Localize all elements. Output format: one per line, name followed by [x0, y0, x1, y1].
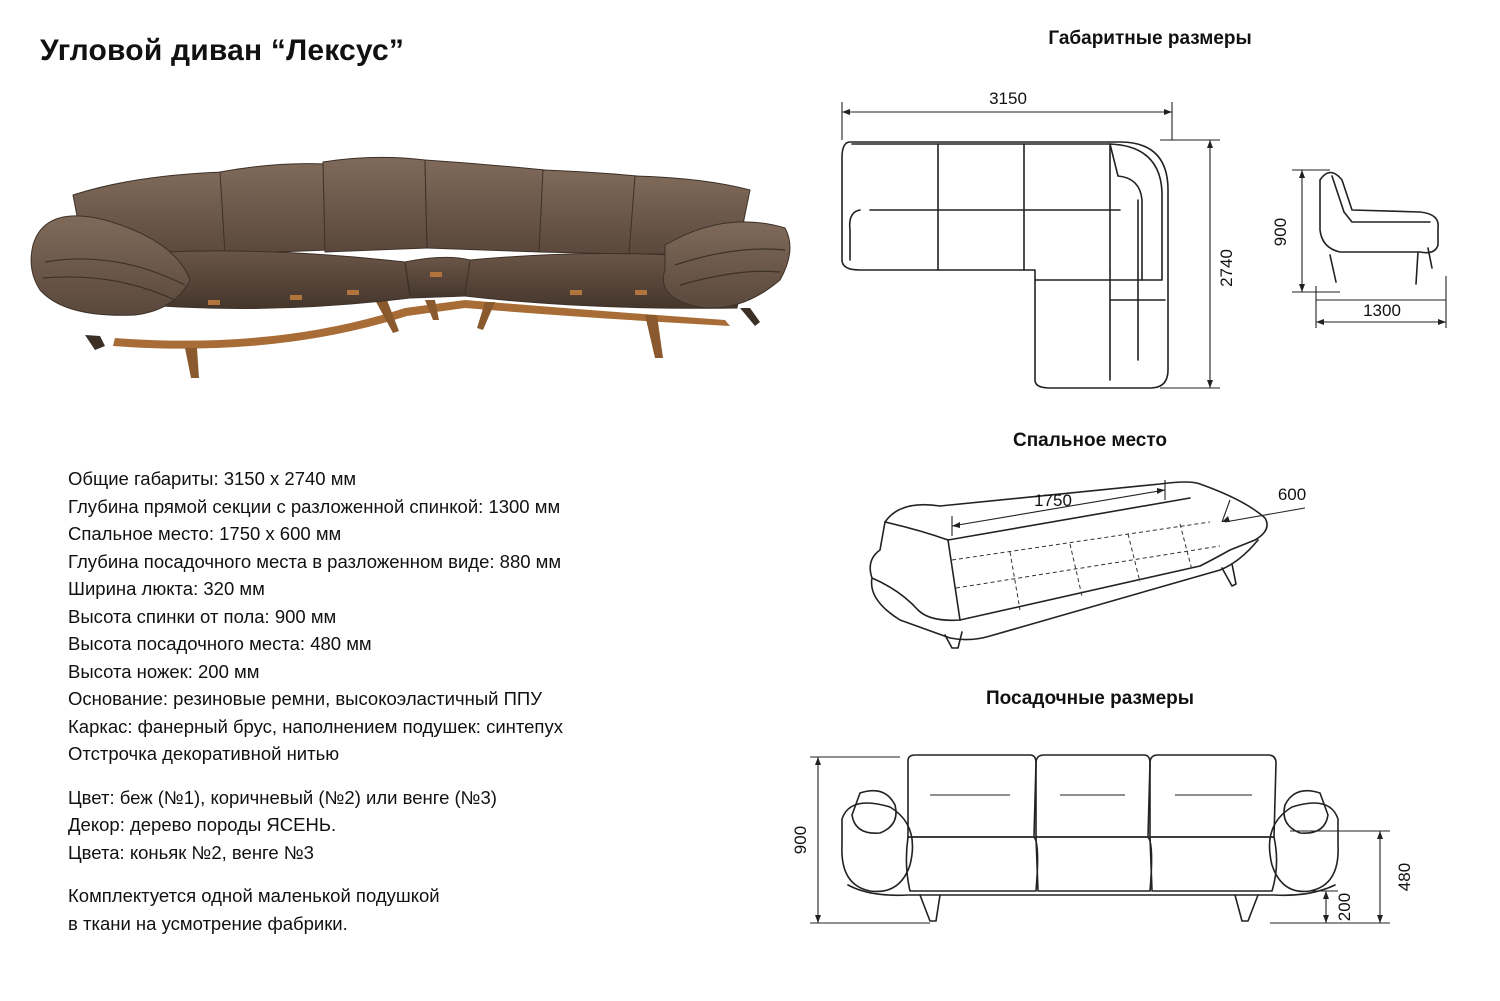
color-line: Декор: дерево породы ЯСЕНЬ.: [68, 814, 337, 835]
color-line: Цвет: беж (№1), коричневый (№2) или венг…: [68, 786, 497, 808]
leg-height-label: 200: [1335, 893, 1354, 921]
spec-line: Каркас: фанерный брус, наполнением подуш…: [68, 715, 563, 737]
spec-line: Высота посадочного места: 480 мм: [68, 633, 372, 654]
overall-dimensions-title: Габаритные размеры: [1048, 28, 1252, 49]
spec-line: Высота спинки от пола: 900 мм: [68, 605, 337, 627]
spec-line: Высота ножек: 200 мм: [68, 660, 260, 682]
top-view-drawing: 3150 2740: [841, 89, 1236, 389]
spec-line: Глубина посадочного места в разложенном …: [68, 550, 562, 572]
page-title: Угловой диван “Лексус”: [40, 34, 405, 67]
specifications-list: Общие габариты: 3150 х 2740 мм Глубина п…: [68, 465, 563, 937]
spec-line: Глубина прямой секции с разложенной спин…: [68, 495, 561, 517]
spec-line: Ширина люкта: 320 мм: [68, 578, 265, 599]
seat-back-height-label: 900: [791, 826, 810, 854]
width-dimension-label: 3150: [989, 89, 1027, 108]
side-view-drawing: 900 1300: [1271, 169, 1447, 328]
side-depth-label: 1300: [1363, 301, 1401, 320]
color-line: Цвета: коньяк №2, венге №3: [68, 841, 314, 863]
spec-line: Спальное место: 1750 х 600 мм: [68, 523, 342, 544]
seating-front-view-drawing: 900 480 200: [791, 754, 1414, 924]
sleep-length-label: 1750: [1034, 491, 1072, 510]
spec-line: Общие габариты: 3150 х 2740 мм: [68, 468, 357, 489]
note-line: Комплектуется одной маленькой подушкой: [68, 885, 440, 906]
sleep-width-label: 600: [1278, 485, 1306, 504]
spec-line: Отстрочка декоративной нитью: [68, 743, 340, 764]
seat-height-label: 480: [1395, 863, 1414, 891]
sleeping-area-title: Спальное место: [1012, 430, 1168, 451]
depth-dimension-label: 2740: [1217, 249, 1236, 287]
spec-line: Основание: резиновые ремни, высокоэласти…: [68, 688, 542, 709]
note-line: в ткани на усмотрение фабрики.: [68, 912, 348, 934]
seating-dimensions-title: Посадочные размеры: [986, 688, 1194, 709]
sofa-product-image: [30, 156, 791, 378]
side-height-label: 900: [1271, 218, 1290, 246]
sleeping-area-drawing: 1750 600: [869, 480, 1306, 649]
